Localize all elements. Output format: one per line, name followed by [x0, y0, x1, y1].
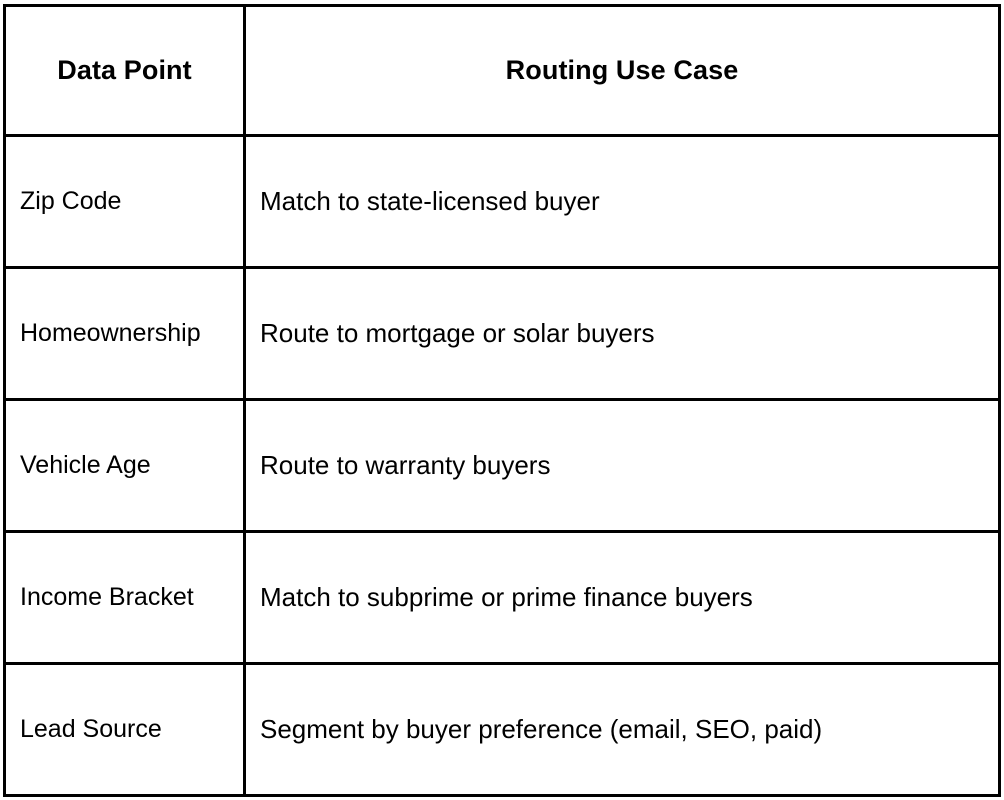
cell-data-point: Lead Source	[3, 662, 246, 797]
column-header-data-point: Data Point	[3, 4, 246, 137]
cell-routing-use-case: Route to mortgage or solar buyers	[243, 266, 1001, 401]
cell-routing-use-case: Match to state-licensed buyer	[243, 134, 1001, 269]
cell-data-point: Homeownership	[3, 266, 246, 401]
cell-data-point: Vehicle Age	[3, 398, 246, 533]
cell-routing-use-case: Route to warranty buyers	[243, 398, 1001, 533]
table-row: Vehicle Age Route to warranty buyers	[3, 398, 1001, 533]
table-body: Zip Code Match to state-licensed buyer H…	[3, 134, 1001, 797]
table-header-row: Data Point Routing Use Case	[3, 4, 1001, 137]
table-row: Homeownership Route to mortgage or solar…	[3, 266, 1001, 401]
table-row: Zip Code Match to state-licensed buyer	[3, 134, 1001, 269]
table-row: Income Bracket Match to subprime or prim…	[3, 530, 1001, 665]
cell-routing-use-case: Segment by buyer preference (email, SEO,…	[243, 662, 1001, 797]
cell-data-point: Zip Code	[3, 134, 246, 269]
routing-data-table: Data Point Routing Use Case Zip Code Mat…	[3, 4, 1001, 797]
cell-routing-use-case: Match to subprime or prime finance buyer…	[243, 530, 1001, 665]
table-row: Lead Source Segment by buyer preference …	[3, 662, 1001, 797]
column-header-routing-use-case: Routing Use Case	[243, 4, 1001, 137]
cell-data-point: Income Bracket	[3, 530, 246, 665]
table-header: Data Point Routing Use Case	[3, 4, 1001, 137]
